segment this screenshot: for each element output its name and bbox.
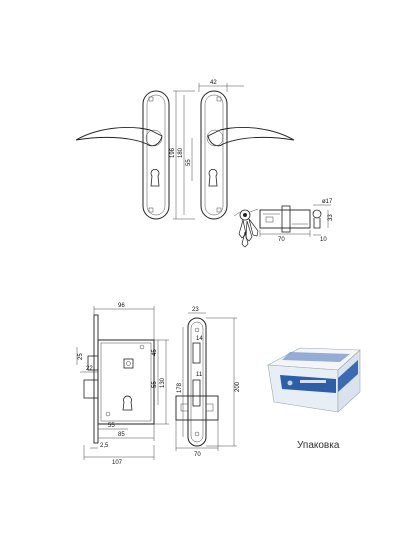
dim-label-middle: 55	[152, 381, 158, 388]
dim-label-cylinder-length: 70	[278, 237, 285, 243]
dim-label-handle-inner: 180	[178, 147, 184, 158]
dim-label-lock-total-width: 107	[112, 460, 123, 466]
dim-label-lock-height: 130	[160, 377, 166, 388]
lock-body-drawing: 96 25 22 45 55 130 55 85 2,5 107	[76, 303, 169, 466]
right-handle	[200, 90, 295, 220]
cylinder-drawing: 70 33 10 ø17	[233, 199, 334, 248]
dim-label-faceplate-length: 200	[235, 381, 241, 392]
cylinder-profile	[312, 209, 322, 229]
dim-label-cylinder-offset-lock: 55	[108, 423, 115, 429]
handles-drawing: 42 196 180 55	[75, 80, 295, 220]
dim-handle-width: 42	[198, 80, 244, 92]
dim-label-cylinder-offset: 10	[320, 237, 327, 243]
dim-label-cylinder-diameter: ø17	[322, 199, 333, 205]
dim-label-latch-offset: 22	[86, 366, 93, 372]
dim-label-plate-offset: 2,5	[100, 443, 109, 449]
dim-label-cylinder-height: 33	[328, 214, 334, 221]
dim-label-lock-width: 96	[118, 303, 125, 309]
dim-label-upper-gap: 45	[152, 349, 158, 356]
dim-label-faceplate-width: 23	[192, 307, 199, 313]
dim-label-strike-width: 70	[194, 452, 201, 458]
dim-label-handle-total: 196	[170, 147, 176, 158]
dim-label-lock-top-left: 25	[78, 353, 84, 360]
dim-label-handle-width: 42	[210, 80, 217, 86]
left-handle	[75, 90, 170, 220]
dim-handle-heights: 196 180 55	[170, 90, 195, 220]
dim-label-faceplate-inner: 178	[177, 382, 183, 393]
faceplate-drawing: 23 200 178 14 11 70	[175, 307, 241, 458]
packaging-box	[266, 347, 361, 413]
keys	[233, 208, 259, 248]
packaging-caption: Упаковка	[297, 440, 340, 451]
dim-label-handle-axis: 55	[186, 159, 192, 166]
dim-label-latch: 14	[196, 336, 203, 342]
dim-label-bolt: 11	[196, 372, 203, 378]
dim-label-backset: 85	[118, 432, 125, 438]
